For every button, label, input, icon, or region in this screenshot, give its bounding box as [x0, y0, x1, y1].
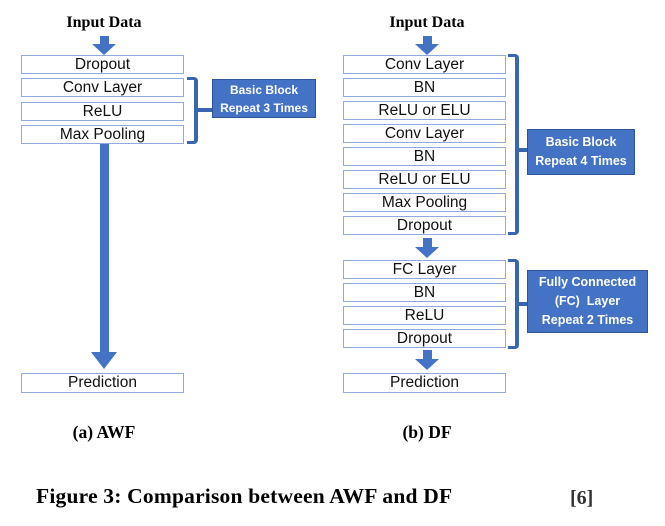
- awf-repeat-bracket: [187, 77, 198, 144]
- awf-flow-down-arrow-icon: [91, 144, 117, 369]
- df-prediction-box: Prediction: [343, 373, 506, 393]
- df-basic-block-bracket: [508, 54, 519, 235]
- arrow-shaft: [422, 36, 432, 44]
- df-layer-box: Max Pooling: [343, 193, 506, 212]
- awf-prediction-box: Prediction: [21, 373, 184, 393]
- awf-repeat-bracket-stem: [198, 108, 212, 112]
- awf-input-down-arrow-icon: [92, 36, 116, 55]
- df-layer-box: BN: [343, 147, 506, 166]
- arrow-head: [415, 359, 439, 370]
- df-fc-label-line1: Fully Connected: [538, 275, 637, 290]
- df-layer-box: Conv Layer: [343, 124, 506, 143]
- awf-caption: (a) AWF: [72, 422, 136, 442]
- arrow-shaft: [99, 144, 109, 352]
- df-caption: (b) DF: [402, 422, 452, 442]
- df-fc-label-line3: Repeat 2 Times: [541, 312, 634, 327]
- arrow-shaft: [422, 238, 432, 247]
- df-basic-block-label-line1: Basic Block: [545, 135, 617, 150]
- df-input-label: Input Data: [389, 14, 465, 31]
- awf-layer-box: Dropout: [21, 55, 184, 74]
- df-fc-label: Fully Connected (FC) Layer Repeat 2 Time…: [527, 270, 648, 333]
- df-fc-layer-box: ReLU: [343, 306, 506, 325]
- df-output-down-arrow-icon: [415, 350, 439, 370]
- awf-repeat-label-line1: Basic Block: [229, 82, 299, 97]
- arrow-head: [92, 44, 116, 55]
- figure-caption: Figure 3: Comparison between AWF and DF: [36, 484, 453, 508]
- df-layer-box: Conv Layer: [343, 55, 506, 74]
- df-fc-bracket-stem: [519, 302, 527, 306]
- arrow-shaft: [422, 350, 432, 359]
- awf-layer-box: Max Pooling: [21, 125, 184, 144]
- df-layer-box: BN: [343, 78, 506, 97]
- awf-repeat-label: Basic Block Repeat 3 Times: [212, 79, 316, 118]
- df-fc-bracket: [508, 259, 519, 349]
- df-fc-layer-box: FC Layer: [343, 260, 506, 279]
- df-basic-block-bracket-stem: [519, 148, 527, 152]
- df-fc-label-line2: (FC) Layer: [554, 294, 621, 309]
- awf-input-label: Input Data: [66, 14, 142, 31]
- arrow-head: [91, 352, 117, 369]
- df-fc-layer-box: Dropout: [343, 329, 506, 348]
- df-fc-layer-box: BN: [343, 283, 506, 302]
- df-layer-box: ReLU or ELU: [343, 170, 506, 189]
- arrow-head: [415, 44, 439, 55]
- arrow-head: [415, 247, 439, 258]
- df-basic-block-label: Basic Block Repeat 4 Times: [527, 129, 635, 175]
- df-mid-down-arrow-icon: [415, 238, 439, 258]
- citation-fragment: [6]: [570, 487, 594, 509]
- awf-layer-box: ReLU: [21, 102, 184, 121]
- df-input-down-arrow-icon: [415, 36, 439, 55]
- df-layer-box: ReLU or ELU: [343, 101, 506, 120]
- df-basic-block-label-line2: Repeat 4 Times: [535, 154, 627, 168]
- df-layer-box: Dropout: [343, 216, 506, 235]
- awf-repeat-label-line2: Repeat 3 Times: [220, 100, 308, 115]
- awf-layer-box: Conv Layer: [21, 78, 184, 97]
- arrow-shaft: [99, 36, 109, 44]
